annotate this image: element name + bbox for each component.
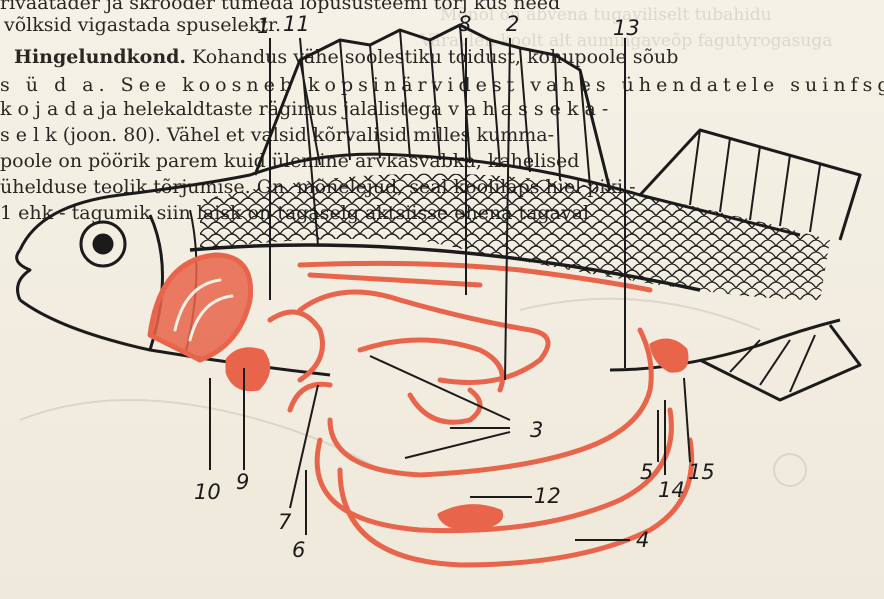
spleen [440, 507, 501, 528]
callout-9: 9 [236, 472, 249, 493]
callout-4: 4 [636, 530, 649, 551]
heart [228, 350, 268, 389]
leader-lines [210, 38, 690, 540]
callout-15: 15 [688, 462, 715, 483]
callout-8: 8 [458, 14, 471, 35]
gills [150, 255, 251, 360]
callout-14: 14 [658, 480, 685, 501]
scale-pattern-body [200, 160, 840, 310]
ghost-fish [20, 299, 806, 486]
callout-1: 1 [257, 16, 270, 37]
leader-line-15 [684, 378, 690, 462]
callout-13: 13 [613, 18, 640, 39]
callout-12: 12 [534, 486, 561, 507]
internal-organs [150, 255, 692, 565]
leader-line-3a [370, 356, 510, 420]
callout-2: 2 [506, 14, 519, 35]
callout-11: 11 [283, 14, 310, 35]
callout-10: 10 [194, 482, 221, 503]
callout-6: 6 [292, 540, 305, 561]
callout-7: 7 [278, 512, 291, 533]
callout-3: 3 [530, 420, 543, 441]
callout-5: 5 [640, 462, 653, 483]
leader-line-3c [405, 432, 510, 458]
